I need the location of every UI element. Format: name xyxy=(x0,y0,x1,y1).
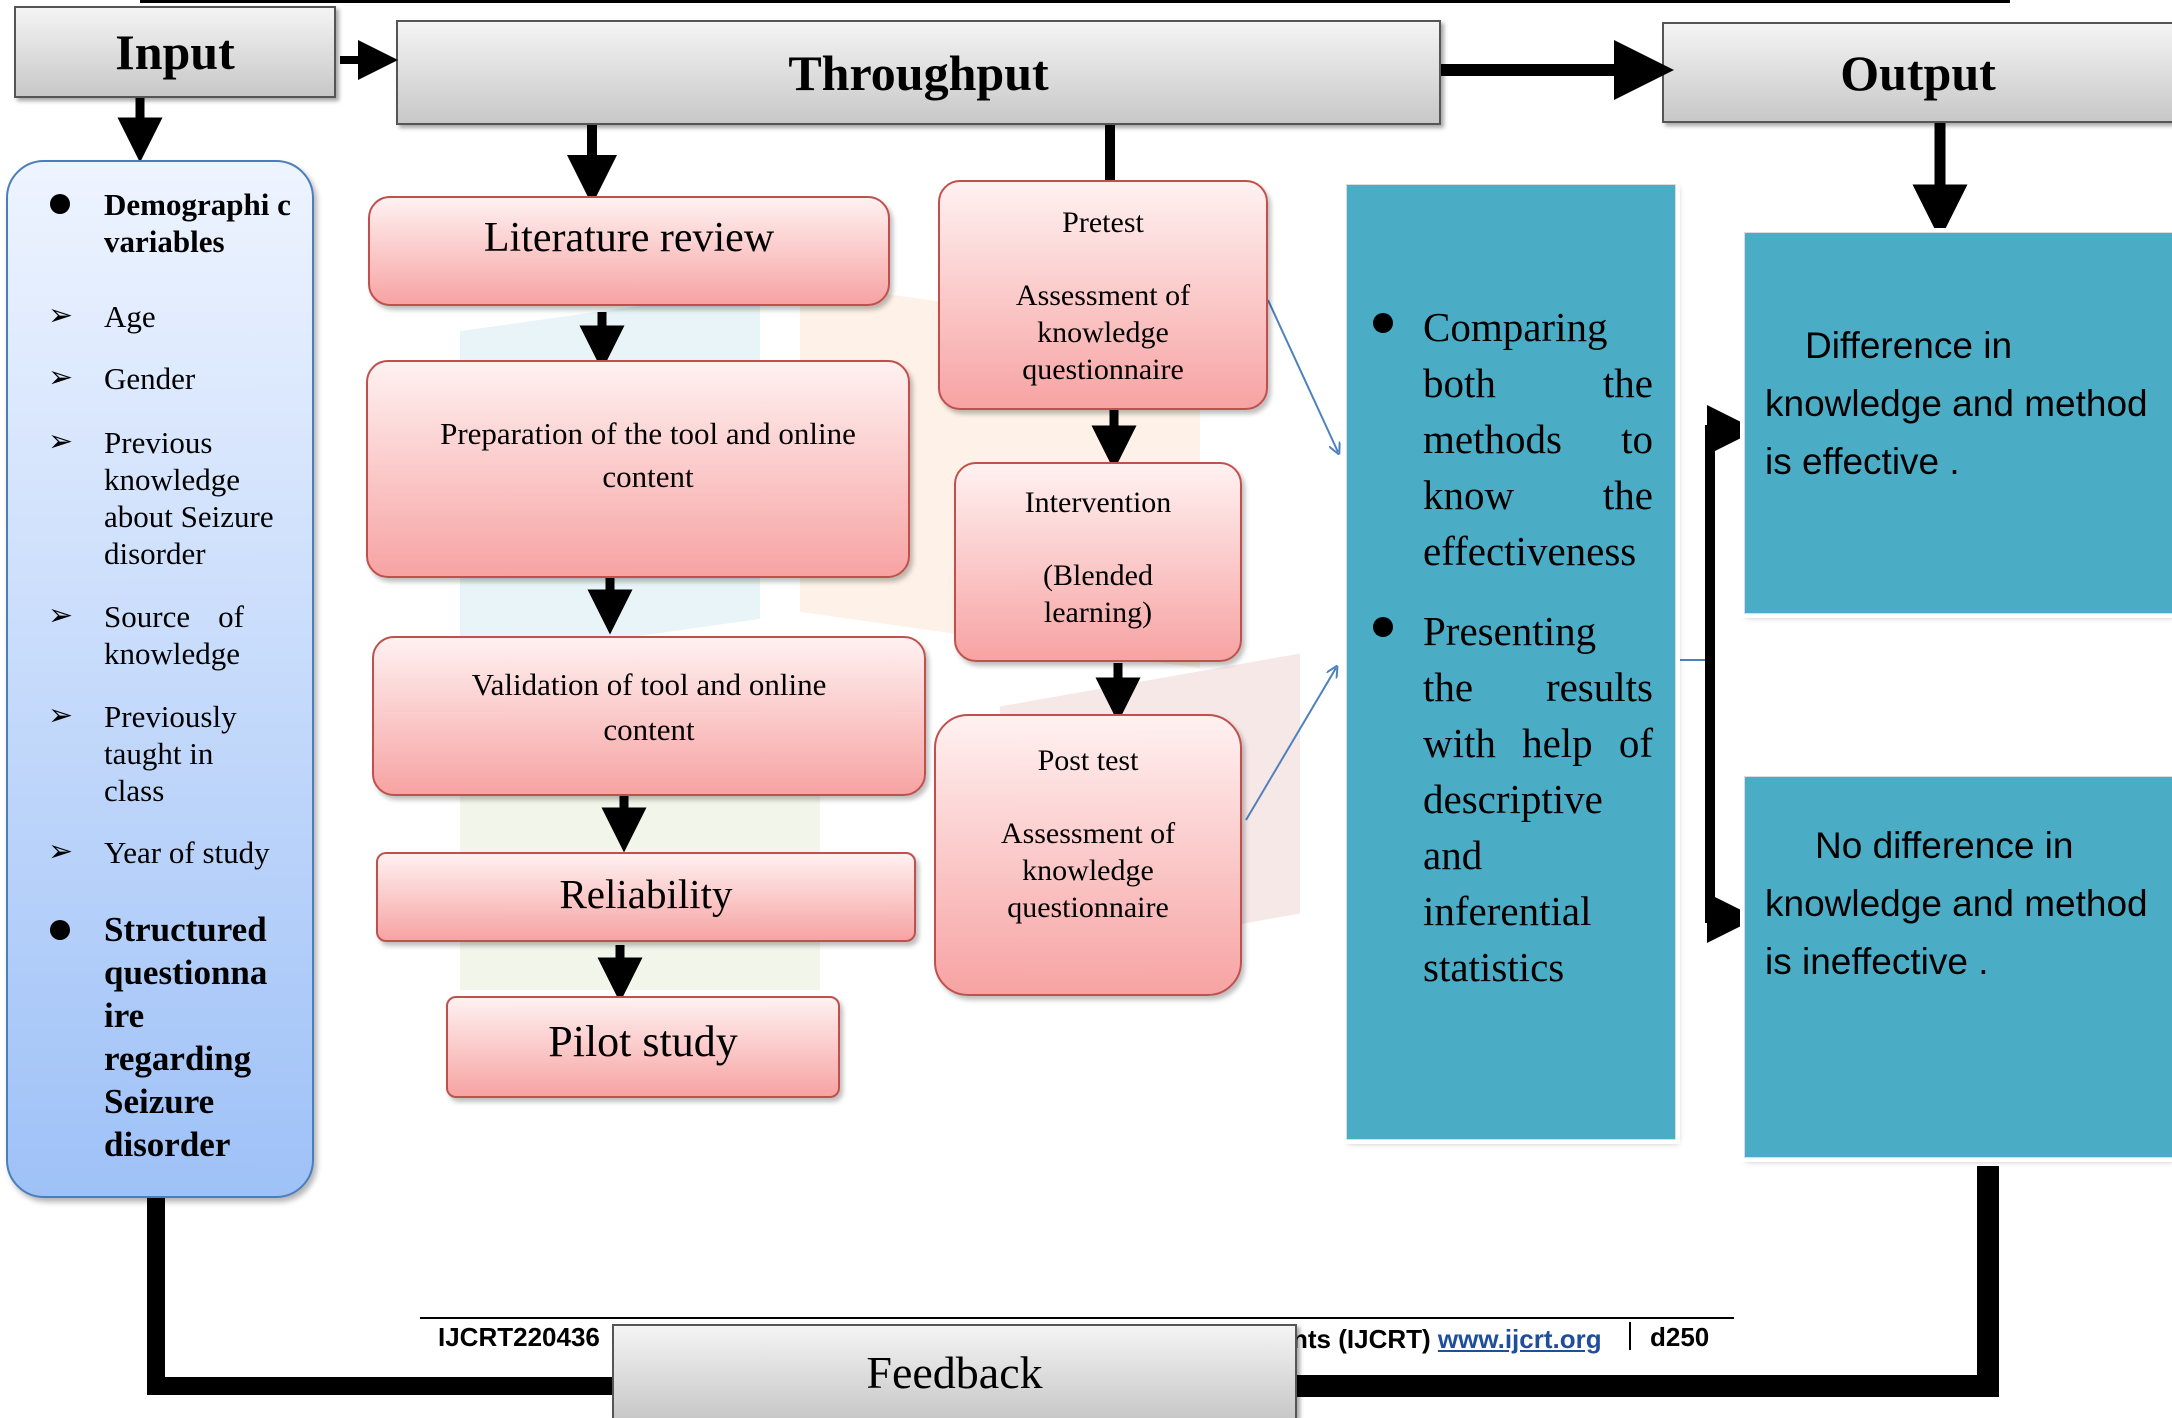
pilot-study-label: Pilot study xyxy=(548,1017,738,1066)
structured-title: Structured questionna ire regarding Seiz… xyxy=(104,910,268,1164)
bullet-icon xyxy=(50,920,70,940)
feedback-loop-right xyxy=(1297,1166,1999,1397)
bracket-to-outputs xyxy=(1705,425,1728,923)
preparation-box: Preparation of the tool and online conte… xyxy=(366,360,910,578)
arrow-bullet-icon: ➢ xyxy=(48,699,74,732)
bullet-icon xyxy=(1373,313,1393,333)
intervention-box: Intervention (Blended learning) xyxy=(954,462,1242,662)
reliability-label: Reliability xyxy=(559,871,733,917)
footer-journal: nts (IJCRT) www.ijcrt.org xyxy=(1292,1324,1602,1355)
analysis-box: Comparing both the methods to know the e… xyxy=(1346,184,1676,1140)
output-ineffective-box: No difference in knowledge and method is… xyxy=(1744,776,2172,1158)
input-header: Input xyxy=(14,6,336,98)
arrow-bullet-icon: ➢ xyxy=(48,425,74,458)
demographic-item: Year of study xyxy=(104,835,270,870)
demographic-item: Age xyxy=(104,299,156,334)
intervention-title: Intervention xyxy=(1024,486,1172,519)
analysis-point-2: Presenting the results with help of desc… xyxy=(1423,608,1653,990)
footer-page-number: d250 xyxy=(1650,1322,1710,1352)
demographic-item: Previous knowledge about Seizure disorde… xyxy=(104,425,274,571)
feedback-loop-left xyxy=(147,1198,612,1395)
pilot-study-box: Pilot study xyxy=(446,996,840,1098)
output-header-label: Output xyxy=(1840,44,1996,101)
feedback-box: Feedback xyxy=(612,1324,1297,1418)
reliability-box: Reliability xyxy=(376,852,916,942)
arrow-bullet-icon: ➢ xyxy=(48,361,74,394)
arrow-bullet-icon: ➢ xyxy=(48,299,74,332)
footer-url-link[interactable]: www.ijcrt.org xyxy=(1437,1324,1602,1354)
arrow-posttest-analysis xyxy=(1245,668,1336,821)
output-effective-box: Difference in knowledge and method is ef… xyxy=(1744,232,2172,614)
footer-ref-id: IJCRT220436 xyxy=(438,1322,600,1352)
demographic-item: Source of knowledge xyxy=(104,599,244,671)
intervention-body: (Blended learning) xyxy=(1043,559,1153,629)
validation-box: Validation of tool and online content xyxy=(372,636,926,796)
analysis-point-1: Comparing both the methods to know the e… xyxy=(1423,304,1653,574)
validation-label: Validation of tool and online content xyxy=(471,667,827,747)
posttest-box: Post test Assessment of knowledge questi… xyxy=(934,714,1242,996)
posttest-title: Post test xyxy=(1037,744,1139,777)
pretest-box: Pretest Assessment of knowledge question… xyxy=(938,180,1268,410)
top-rule xyxy=(140,0,2010,3)
output-ineffective-label: No difference in knowledge and method is… xyxy=(1765,825,2148,982)
bullet-icon xyxy=(50,194,70,214)
demographic-item: Previously taught in class xyxy=(104,699,237,808)
footer-journal-text: nts (IJCRT) xyxy=(1292,1324,1431,1354)
throughput-header: Throughput xyxy=(396,20,1441,125)
input-panel: Demographi c variables ➢ Age ➢ Gender ➢ … xyxy=(6,160,314,1198)
pretest-body: Assessment of knowledge questionnaire xyxy=(1015,279,1191,386)
literature-review-label: Literature review xyxy=(483,215,775,261)
arrow-bullet-icon: ➢ xyxy=(48,599,74,632)
arrow-pretest-analysis xyxy=(1267,299,1338,452)
arrow-bullet-icon: ➢ xyxy=(48,835,74,868)
bullet-icon xyxy=(1373,617,1393,637)
pretest-title: Pretest xyxy=(1062,206,1144,239)
input-header-label: Input xyxy=(115,24,235,80)
demographic-item: Gender xyxy=(104,361,196,396)
demographic-title: Demographi c variables xyxy=(104,187,291,259)
feedback-label: Feedback xyxy=(866,1346,1043,1398)
preparation-label: Preparation of the tool and online conte… xyxy=(440,416,856,494)
literature-review-box: Literature review xyxy=(368,196,890,306)
output-header: Output xyxy=(1662,22,2172,123)
posttest-body: Assessment of knowledge questionnaire xyxy=(1000,817,1176,924)
throughput-header-label: Throughput xyxy=(788,44,1049,101)
output-effective-label: Difference in knowledge and method is ef… xyxy=(1765,325,2148,482)
